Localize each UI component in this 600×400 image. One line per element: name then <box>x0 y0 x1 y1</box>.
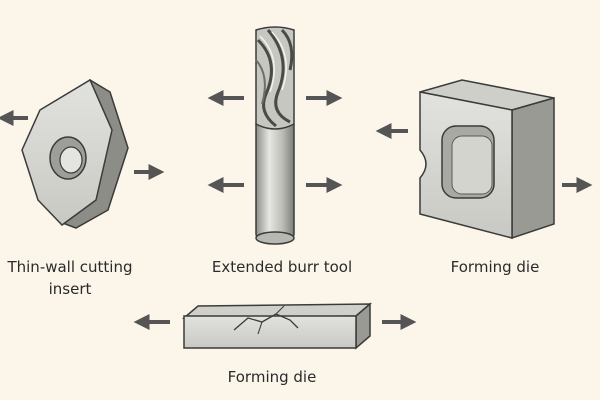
forming-die-bar-label: Forming die <box>227 368 317 386</box>
crack-line <box>233 313 299 331</box>
forming-die-bar <box>181 302 373 350</box>
burr-tool-label: Extended burr tool <box>211 258 353 276</box>
insert-label: Thin-wall cutting insert <box>7 258 133 298</box>
forming-die-block <box>419 79 555 240</box>
burr-tool <box>255 26 295 245</box>
cutting-insert <box>21 78 129 229</box>
forming-die-label: Forming die <box>450 258 540 276</box>
